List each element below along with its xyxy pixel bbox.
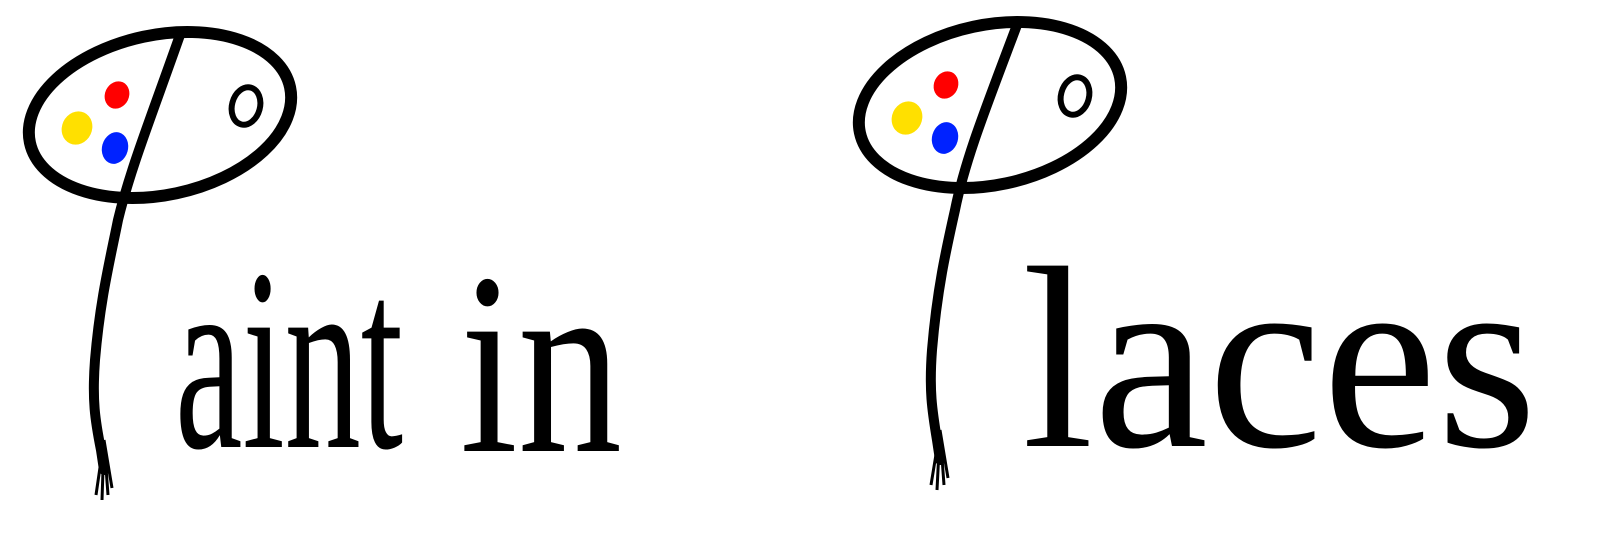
logo-word-laces: laces bbox=[1022, 215, 1537, 503]
red-paint-dot bbox=[933, 71, 959, 99]
yellow-paint-dot bbox=[61, 111, 93, 145]
brush-bristles bbox=[929, 429, 950, 491]
yellow-paint-dot bbox=[891, 101, 923, 135]
palette-thumb-hole bbox=[1057, 74, 1093, 118]
brush-handle bbox=[925, 20, 1022, 465]
palette-brush-p-icon-1 bbox=[22, 26, 298, 501]
palette-brush-p-icon-2 bbox=[852, 16, 1128, 491]
palette-thumb-hole bbox=[228, 84, 264, 128]
palette-outline bbox=[852, 16, 1128, 194]
brush-bristles bbox=[94, 439, 114, 501]
logo-word-in: in bbox=[460, 220, 622, 508]
palette-outline bbox=[22, 26, 298, 204]
red-paint-dot bbox=[104, 81, 130, 109]
logo-word-aint: aint bbox=[175, 216, 403, 504]
blue-paint-dot bbox=[101, 132, 129, 164]
brush-handle bbox=[88, 30, 185, 475]
blue-paint-dot bbox=[931, 122, 959, 154]
